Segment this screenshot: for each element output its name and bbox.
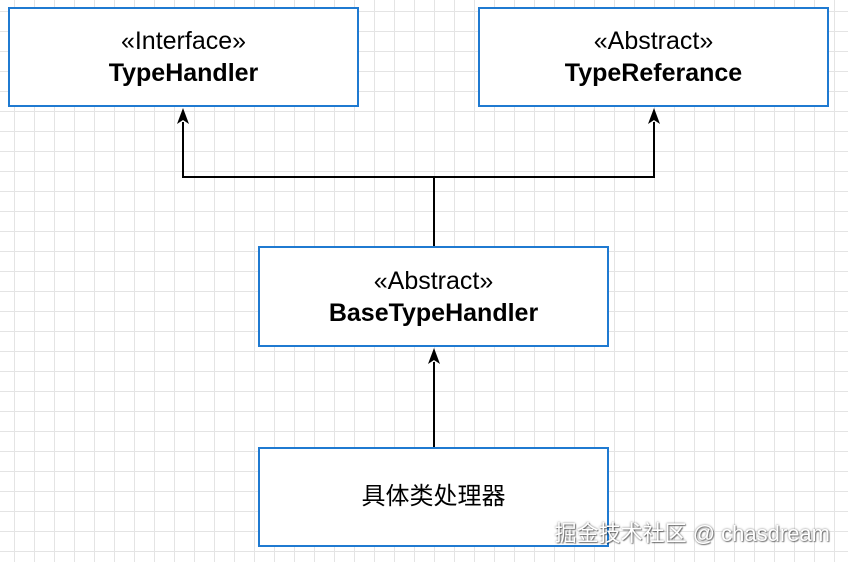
type-referance-node[interactable]: «Abstract» TypeReferance — [478, 7, 829, 107]
type-referance-name: TypeReferance — [564, 59, 743, 87]
concrete-handler-node[interactable]: 具体类处理器 — [258, 447, 609, 547]
base-type-handler-node[interactable]: «Abstract» BaseTypeHandler — [258, 246, 609, 347]
arrowhead-typereferance — [648, 108, 660, 124]
watermark: 掘金技术社区 @ chasdream — [554, 521, 830, 546]
type-handler-name: TypeHandler — [108, 59, 259, 87]
arrowhead-basetypehandler — [428, 348, 440, 364]
type-handler-stereotype: «Interface» — [120, 27, 247, 55]
edge-base-to-typehandler — [182, 122, 435, 246]
type-handler-node[interactable]: «Interface» TypeHandler — [8, 7, 359, 107]
concrete-handler-name: 具体类处理器 — [361, 483, 506, 510]
arrowhead-typehandler — [177, 108, 189, 124]
type-referance-stereotype: «Abstract» — [593, 27, 714, 55]
base-type-handler-name: BaseTypeHandler — [328, 298, 539, 327]
base-type-handler-stereotype: «Abstract» — [373, 266, 494, 295]
edge-base-to-typereferance — [434, 122, 655, 178]
